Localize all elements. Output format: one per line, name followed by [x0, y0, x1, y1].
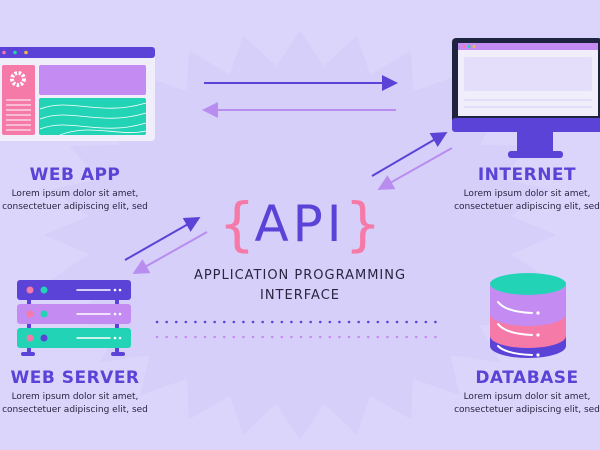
api-logo: {API}	[200, 190, 400, 258]
desc-line: Lorem ipsum dolor sit amet,	[463, 392, 591, 402]
arrow-server-to-api	[124, 217, 201, 261]
web-server-description: Lorem ipsum dolor sit amet, consectetuer …	[0, 391, 150, 417]
web-app-title: WEB APP	[29, 165, 121, 185]
arrow-api-to-server	[132, 231, 208, 274]
internet-description: Lorem ipsum dolor sit amet, consectetuer …	[450, 188, 600, 214]
desc-line: consectetuer adipiscing elit, sed	[2, 202, 148, 212]
desc-line: consectetuer adipiscing elit, sed	[454, 405, 600, 415]
api-subtitle-line2: INTERFACE	[260, 288, 340, 303]
database-title: DATABASE	[475, 368, 579, 388]
desc-line: Lorem ipsum dolor sit amet,	[11, 392, 139, 402]
internet-title: INTERNET	[477, 165, 577, 185]
database-illustration	[490, 273, 566, 358]
web-app-description: Lorem ipsum dolor sit amet, consectetuer …	[0, 188, 150, 214]
web-app-illustration	[0, 47, 155, 141]
gear-icon	[10, 71, 26, 87]
api-subtitle-line1: APPLICATION PROGRAMMING	[193, 268, 407, 283]
api-brace-open: {	[219, 190, 255, 258]
web-server-illustration	[17, 280, 131, 356]
monitor-illustration	[452, 38, 600, 158]
desc-line: Lorem ipsum dolor sit amet,	[11, 189, 139, 199]
desc-line: Lorem ipsum dolor sit amet,	[463, 189, 591, 199]
api-subtitle: APPLICATION PROGRAMMING INTERFACE	[150, 266, 450, 306]
arrow-internet-to-api	[377, 147, 453, 190]
desc-line: consectetuer adipiscing elit, sed	[454, 202, 600, 212]
database-description: Lorem ipsum dolor sit amet, consectetuer …	[450, 391, 600, 417]
api-heading: API	[254, 195, 346, 253]
arrow-api-to-internet	[371, 131, 448, 177]
api-brace-close: }	[345, 190, 381, 258]
desc-line: consectetuer adipiscing elit, sed	[2, 405, 148, 415]
web-server-title: WEB SERVER	[10, 368, 140, 388]
